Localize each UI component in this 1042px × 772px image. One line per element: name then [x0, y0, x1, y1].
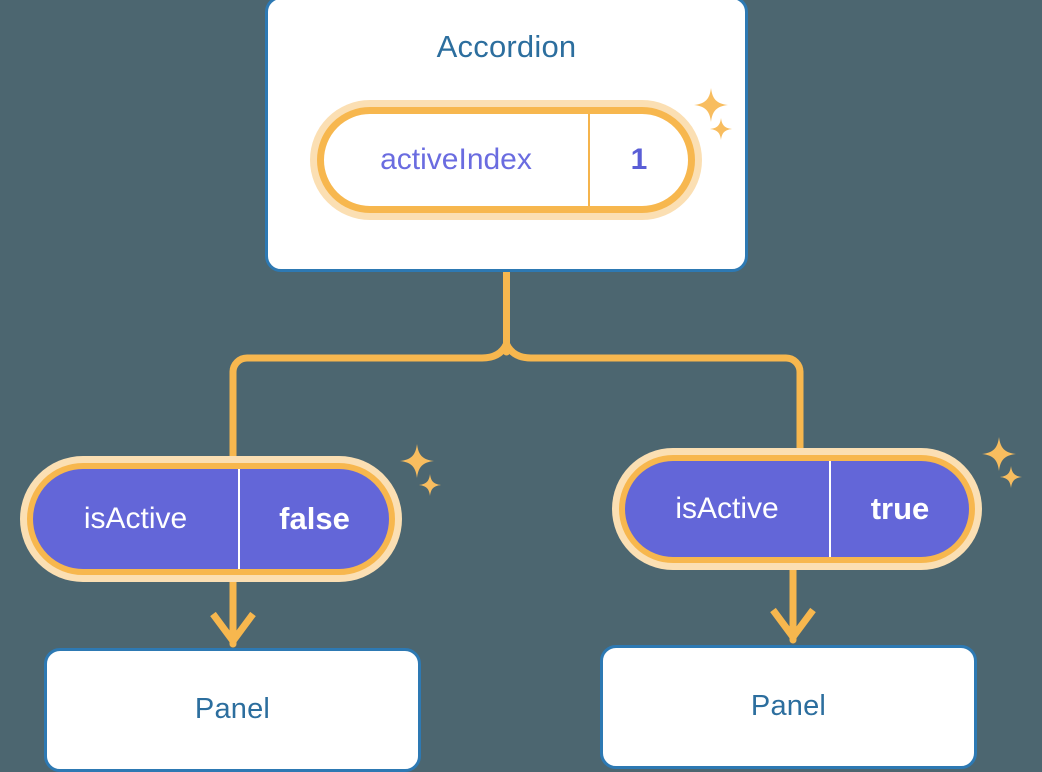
prop-pill-key: isActive [83, 502, 188, 535]
prop-pill-key: isActive [675, 492, 779, 525]
panel-title-left: Panel [194, 693, 271, 725]
prop-pill-ring: isActive true [619, 455, 975, 563]
prop-pill-ring: isActive false [27, 463, 395, 575]
sparkle-small-icon [1000, 466, 1022, 488]
sparkle-large-icon [694, 88, 728, 122]
prop-pill-value: false [238, 469, 389, 569]
prop-pill-is-active-false[interactable]: isActive false [20, 456, 402, 582]
panel-component-card-right[interactable]: Panel [600, 645, 977, 769]
arrowhead-left-icon [210, 611, 256, 647]
sparkle-small-icon [419, 474, 441, 496]
connector-split [229, 335, 804, 376]
arrowhead-right-icon [770, 607, 816, 643]
prop-pill-value: true [829, 461, 969, 557]
panel-title-right: Panel [750, 690, 827, 722]
panel-component-card-left[interactable]: Panel [44, 648, 421, 772]
accordion-title: Accordion [436, 29, 577, 64]
sparkle-small-icon [710, 118, 732, 140]
sparkle-large-icon [400, 444, 434, 478]
state-pill-active-index[interactable]: activeIndex 1 [310, 100, 702, 220]
state-pill-value: 1 [588, 114, 688, 206]
sparkle-large-icon [982, 437, 1016, 471]
state-pill-key: activeIndex [380, 143, 532, 176]
prop-pill-is-active-true[interactable]: isActive true [612, 448, 982, 570]
state-pill-ring: activeIndex 1 [317, 107, 695, 213]
